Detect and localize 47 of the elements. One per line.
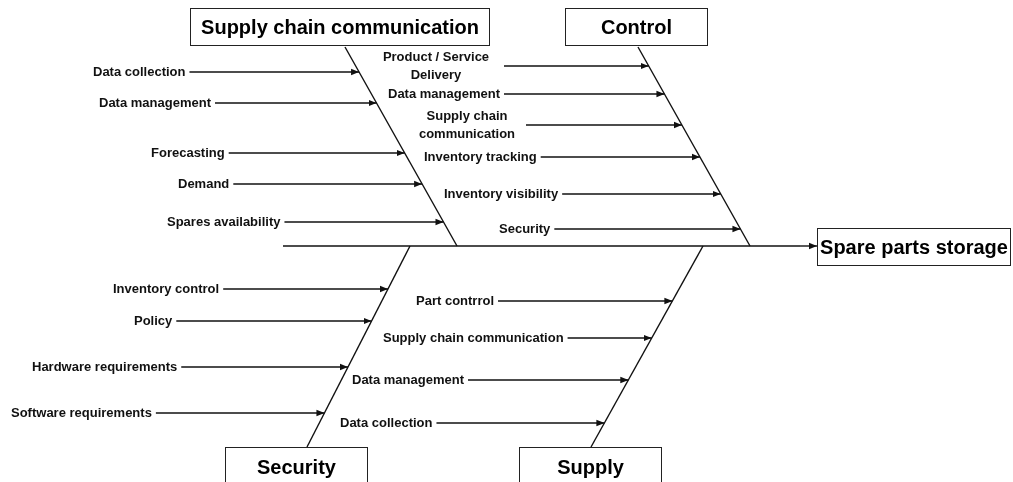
arrow (188, 68, 360, 76)
cause-label: Spares availability (167, 213, 281, 231)
arrow (180, 363, 349, 371)
effect-box: Spare parts storage (817, 228, 1011, 266)
arrow (175, 317, 373, 325)
arrow (540, 153, 701, 161)
cause-label: Data collection (93, 63, 186, 81)
arrow (503, 62, 650, 70)
arrow (561, 190, 722, 198)
cause-label: Inventory tracking (424, 148, 537, 166)
arrow (155, 409, 326, 417)
arrow (503, 90, 666, 98)
cause-label: Supply chain communication (412, 107, 522, 143)
category-box: Supply (519, 447, 662, 482)
cause-label: Supply chain communication (383, 329, 564, 347)
cause-label: Forecasting (151, 144, 225, 162)
cause-label: Software requirements (11, 404, 152, 422)
cause-label: Product / Service Delivery (372, 48, 500, 84)
arrow (553, 225, 742, 233)
cause-label: Part contrrol (416, 292, 494, 310)
category-box: Control (565, 8, 708, 46)
cause-label: Hardware requirements (32, 358, 178, 376)
arrow (467, 376, 630, 384)
cause-label: Data management (99, 94, 211, 112)
cause-label: Policy (134, 312, 173, 330)
category-box: Supply chain communication (190, 8, 490, 46)
cause-label: Inventory visibility (444, 185, 559, 203)
arrow (435, 419, 606, 427)
cause-label: Demand (178, 175, 230, 193)
bone-line (637, 46, 751, 247)
bone-line (590, 245, 704, 448)
arrow (222, 285, 389, 293)
cause-label: Data collection (340, 414, 433, 432)
cause-label: Security (499, 220, 551, 238)
arrow (283, 218, 445, 226)
arrow (228, 149, 406, 157)
cause-label: Data management (352, 371, 464, 389)
arrow (214, 99, 378, 107)
arrow (799, 242, 818, 250)
cause-label: Inventory control (113, 280, 220, 298)
arrow (497, 297, 674, 305)
category-box: Security (225, 447, 368, 482)
arrow (232, 180, 423, 188)
arrow (525, 121, 683, 129)
spine-line (282, 245, 801, 247)
arrow (566, 334, 653, 342)
cause-label: Data management (388, 85, 500, 103)
